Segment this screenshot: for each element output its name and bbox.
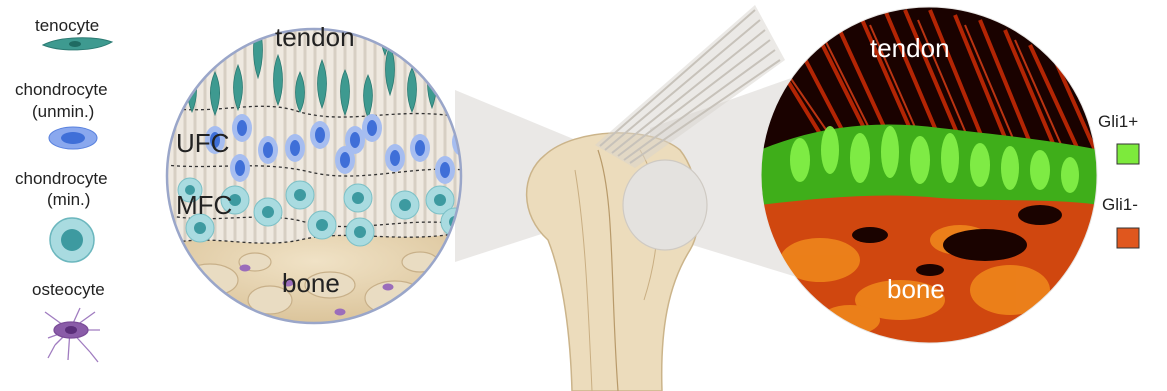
osteocyte-icon [45,308,100,362]
micrograph-tendon-label: tendon [870,33,950,63]
schematic-mfc-label: MFC [176,190,232,220]
chondrocyte-mineralized-icon [50,218,94,262]
gli1-negative-swatch [1117,228,1139,248]
legend-chondrocyte-min-label-1: chondrocyte [15,169,108,188]
gli1-positive-label: Gli1+ [1098,112,1138,131]
gli1-negative-label: Gli1- [1102,195,1138,214]
chondrocyte-unmineralized-icon [49,127,97,149]
schematic-bone-label: bone [282,268,340,298]
legend-chondrocyte-unmin-label-1: chondrocyte [15,80,108,99]
legend-tenocyte-label: tenocyte [35,16,99,35]
legend-chondrocyte-min-label-2: (min.) [47,190,90,209]
schematic-ufc-label: UFC [176,128,229,158]
legend-chondrocyte-unmin-label-2: (unmin.) [32,102,94,121]
schematic-tendon-label: tendon [275,22,355,52]
gli1-positive-swatch [1117,144,1139,164]
micrograph-bone-label: bone [887,274,945,304]
legend-osteocyte-label: osteocyte [32,280,105,299]
